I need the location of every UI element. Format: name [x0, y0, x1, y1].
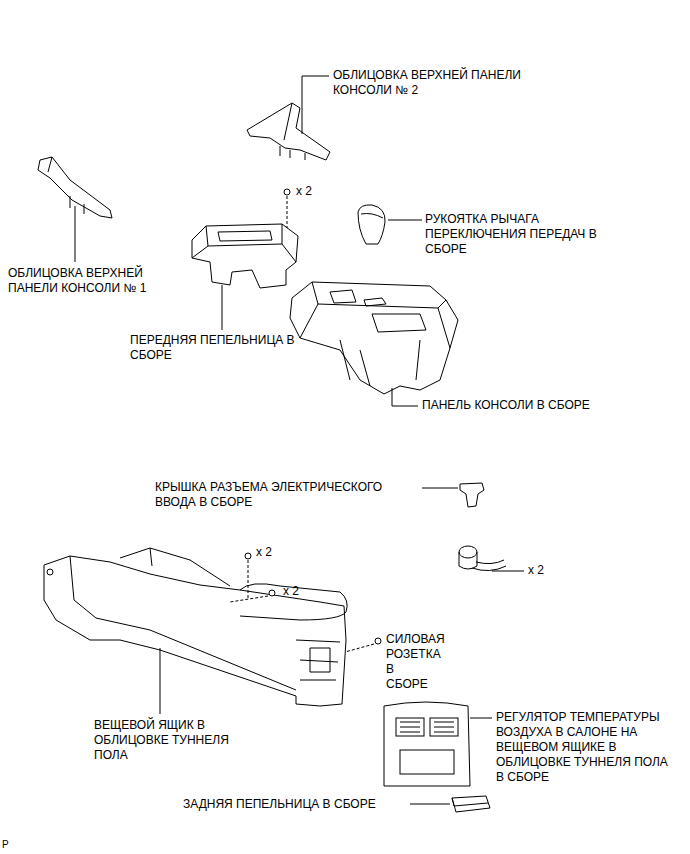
- part-name: x 2: [528, 563, 678, 578]
- part-name: ВЕЩЕВОЙ ЯЩИК В ОБЛИЦОВКЕ ТУННЕЛЯ ПОЛА: [94, 718, 264, 763]
- part-name: ОБЛИЦОВКА ВЕРХНЕЙ ПАНЕЛИ КОНСОЛИ № 1: [8, 266, 178, 296]
- part-name: ПЕРЕДНЯЯ ПЕПЕЛЬНИЦА В СБОРЕ: [130, 333, 330, 363]
- count-mark: x 2: [296, 184, 336, 199]
- count-mark: СИЛОВАЯ РОЗЕТКА В СБОРЕ: [386, 632, 426, 692]
- part-name: ПАНЕЛЬ КОНСОЛИ В СБОРЕ: [422, 398, 652, 413]
- count-mark: x 2: [283, 584, 323, 599]
- part-name: КРЫШКА РАЗЪЕМА ЭЛЕКТРИЧЕСКОГО ВВОДА В СБ…: [155, 480, 415, 510]
- part-name: РУКОЯТКА РЫЧАГА ПЕРЕКЛЮЧЕНИЯ ПЕРЕДАЧ В С…: [425, 212, 615, 257]
- part-name: РЕГУЛЯТОР ТЕМПЕРАТУРЫ ВОЗДУХА В САЛОНЕ Н…: [496, 710, 678, 785]
- part-name: ОБЛИЦОВКА ВЕРХНЕЙ ПАНЕЛИ КОНСОЛИ № 2: [333, 68, 543, 98]
- page-mark: P: [2, 837, 22, 852]
- count-mark: x 2: [256, 545, 296, 560]
- part-name: ЗАДНЯЯ ПЕПЕЛЬНИЦА В СБОРЕ: [183, 797, 413, 812]
